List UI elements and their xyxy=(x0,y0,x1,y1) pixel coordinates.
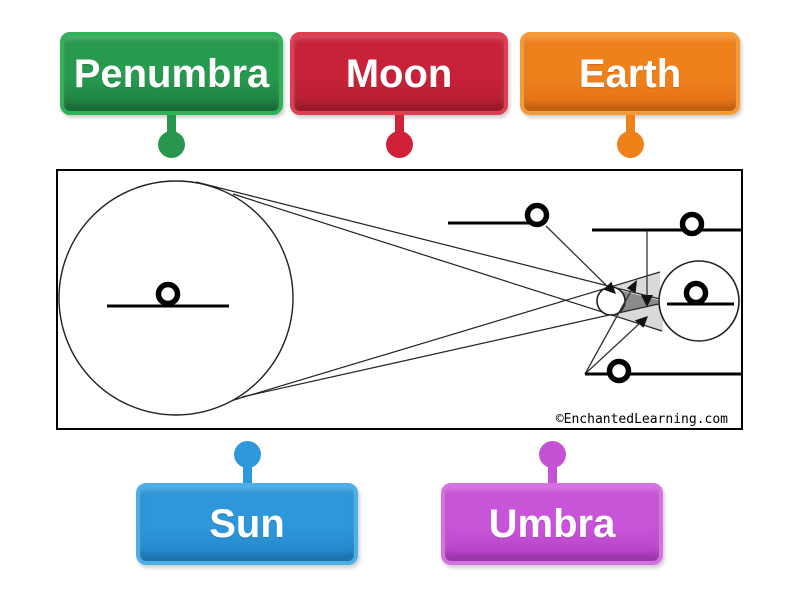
eclipse-diagram: ©EnchantedLearning.com xyxy=(56,169,743,430)
light-ray-bottom-inner xyxy=(223,271,661,404)
penumbra-pin-icon xyxy=(158,115,185,158)
light-ray-top-inner xyxy=(232,193,663,332)
umbra-pin-icon xyxy=(538,441,566,483)
moon-tile[interactable]: Moon xyxy=(290,32,508,115)
sun-tile[interactable]: Sun xyxy=(136,483,358,565)
light-ray-bottom-outer xyxy=(241,302,664,398)
answer-slot-ring-earth[interactable] xyxy=(683,280,709,306)
earth-tile-label: Earth xyxy=(578,51,682,96)
penumbra-shadow-lower xyxy=(611,304,663,331)
answer-slot-ring-penumbra[interactable] xyxy=(606,358,632,384)
sun-tile-label: Sun xyxy=(209,502,285,546)
penumbra-tile[interactable]: Penumbra xyxy=(60,32,283,115)
penumbra-pointer-line-lower xyxy=(584,322,641,375)
moon-arrow-icon xyxy=(603,281,616,294)
label-group-penumbra: Penumbra xyxy=(60,32,283,158)
moon-pin-icon xyxy=(385,115,413,158)
umbra-arrow-icon xyxy=(641,295,653,307)
label-group-moon: Moon xyxy=(290,32,508,158)
earth-tile[interactable]: Earth xyxy=(520,32,740,115)
answer-slot-ring-umbra[interactable] xyxy=(679,211,705,237)
penumbra-pointer-line-upper xyxy=(584,288,633,375)
answer-slot-ring-moon[interactable] xyxy=(524,202,550,228)
earth-pin-icon xyxy=(616,115,644,158)
penumbra-tile-label: Penumbra xyxy=(73,51,270,96)
umbra-tile[interactable]: Umbra xyxy=(441,483,663,565)
light-ray-top-outer xyxy=(195,181,661,300)
label-group-umbra: Umbra xyxy=(441,441,663,565)
moon-tile-label: Moon xyxy=(345,51,453,96)
penumbra-arrow-upper-icon xyxy=(626,280,637,293)
label-group-earth: Earth xyxy=(520,32,740,158)
sun-pin-icon xyxy=(233,441,261,483)
label-group-sun: Sun xyxy=(136,441,358,565)
penumbra-arrow-lower-icon xyxy=(634,316,648,328)
answer-slot-ring-sun[interactable] xyxy=(155,281,181,307)
moon-pointer-line xyxy=(545,225,611,290)
umbra-tile-label: Umbra xyxy=(488,502,616,546)
copyright-text: ©EnchantedLearning.com xyxy=(556,412,728,427)
